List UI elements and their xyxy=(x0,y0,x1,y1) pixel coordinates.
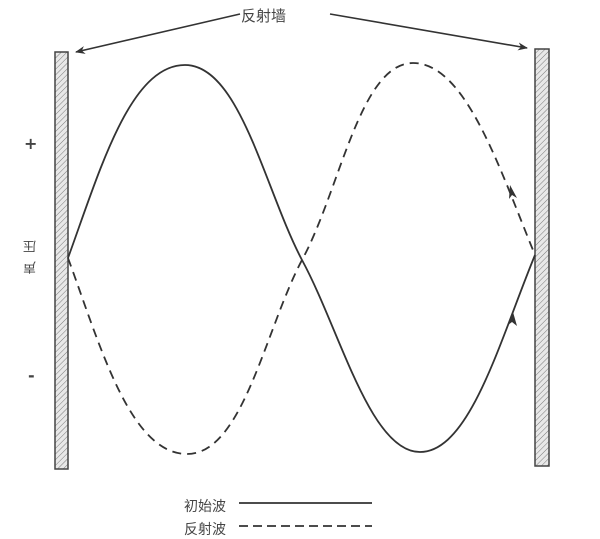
right-reflective-wall xyxy=(534,48,550,467)
sound-pressure-axis-label: 声压 xyxy=(24,232,39,274)
reflected-wave-curve xyxy=(67,62,536,455)
reflected-wave-direction-arrow-icon xyxy=(509,185,517,199)
legend-reflected-wave-label: 反射波 xyxy=(184,522,226,538)
left-wall-pointer-arrow xyxy=(75,13,241,54)
reflective-wall-title: 反射墙 xyxy=(241,7,287,25)
initial-wave-direction-arrow-icon xyxy=(508,312,517,326)
right-wall-pointer-arrow xyxy=(329,13,528,51)
positive-pressure-marker: + xyxy=(24,134,38,153)
negative-pressure-marker: - xyxy=(28,366,35,385)
left-reflective-wall xyxy=(54,51,69,470)
initial-wave-curve xyxy=(67,64,536,453)
legend-initial-wave-label: 初始波 xyxy=(184,499,226,515)
